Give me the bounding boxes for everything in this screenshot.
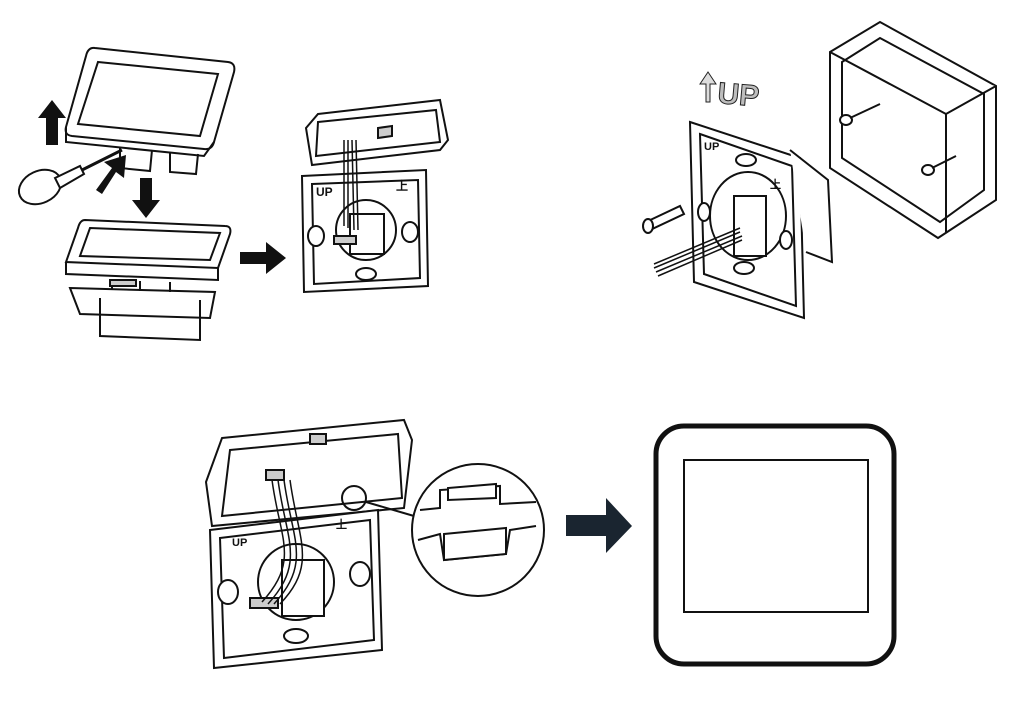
up-cn-label: 上: [396, 178, 408, 193]
mounting-plate: [688, 120, 834, 320]
up-label-step4: UP: [232, 537, 247, 549]
right-arrow-icon: [240, 242, 286, 274]
step-3-mount: UP UP 上: [642, 20, 997, 320]
step-5-finished-thermostat: [653, 423, 897, 667]
step-2-opened-panel: [300, 98, 450, 294]
screwdriver-icon: [17, 148, 123, 206]
up-label: UP: [316, 185, 333, 199]
up-label-plate: UP: [704, 141, 719, 153]
step-4-close-panel: [204, 418, 545, 670]
thermostat-screen: [683, 459, 869, 613]
thermostat-front-top: [64, 46, 236, 176]
screw-icon: [642, 204, 686, 234]
up-cn-label-step4: 上: [336, 517, 347, 531]
up-arrow-icon: [38, 100, 66, 145]
thermostat-separated: [64, 218, 232, 342]
up-big-label: UP: [716, 77, 760, 114]
down-arrow-icon: [132, 178, 160, 218]
insert-arrow-icon: [96, 155, 126, 194]
right-arrow-dark-icon: [566, 498, 632, 553]
step-1-remove-panel: [17, 46, 236, 342]
label-up-step2: UP 上: [316, 178, 408, 199]
up-arrow-big-icon: [699, 71, 717, 103]
wall-box: [829, 20, 997, 240]
up-cn-label-plate: 上: [770, 177, 781, 191]
wires: [653, 227, 743, 277]
